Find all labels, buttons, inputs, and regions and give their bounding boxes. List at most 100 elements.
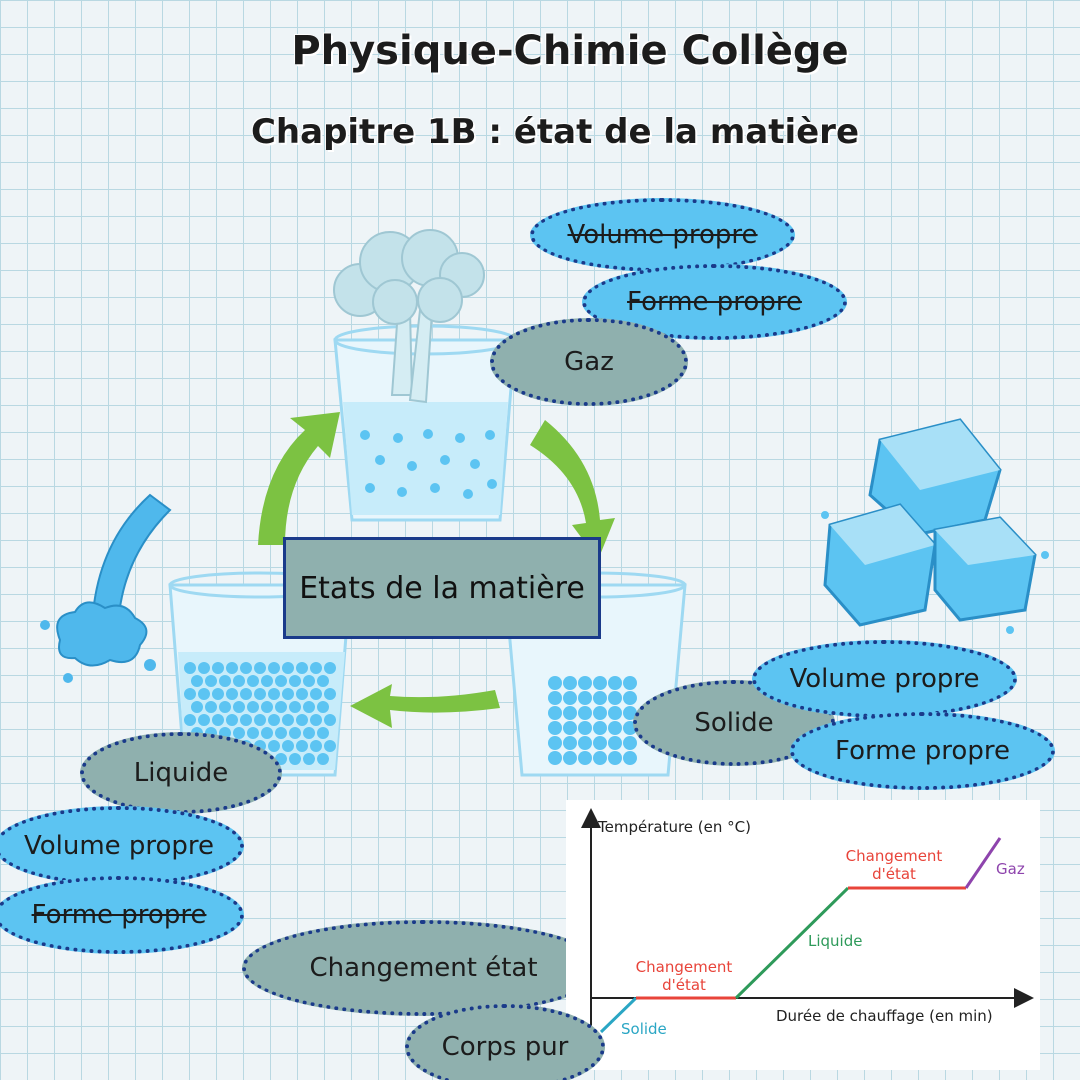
- phase-label-liquide: Liquide: [808, 932, 862, 950]
- liquid-particle: [191, 701, 203, 713]
- solide-state-label: Solide: [633, 680, 835, 766]
- phase-label-changement-1-line1: Changement: [636, 958, 733, 976]
- curve-segment-solide: [599, 996, 638, 1034]
- liquid-particle: [240, 662, 252, 674]
- solid-particle: [593, 691, 607, 705]
- phase-label-gaz: Gaz: [996, 860, 1025, 878]
- liquid-particle: [282, 688, 294, 700]
- liquid-particle: [324, 740, 336, 752]
- gaz-property-volume: Volume propre: [530, 198, 795, 272]
- liquid-particle: [247, 701, 259, 713]
- solid-particle: [563, 736, 577, 750]
- liquide-property-forme: Forme propre: [0, 876, 244, 954]
- liquid-particle: [212, 688, 224, 700]
- liquid-particle: [289, 727, 301, 739]
- solid-particle: [593, 751, 607, 765]
- solid-particle: [578, 691, 592, 705]
- liquid-particle: [184, 714, 196, 726]
- liquid-particle: [296, 662, 308, 674]
- solid-particle: [593, 721, 607, 735]
- solid-particle: [623, 676, 637, 690]
- liquid-particle: [296, 688, 308, 700]
- gaz-state-label: Gaz: [490, 318, 688, 406]
- solid-particle: [608, 751, 622, 765]
- concept-corps-pur: Corps pur: [405, 1004, 605, 1080]
- liquid-particle: [268, 740, 280, 752]
- phase-label-changement-1-line2: d'état: [662, 976, 706, 994]
- solid-particle: [623, 691, 637, 705]
- page-subtitle: Chapitre 1B : état de la matière: [250, 112, 860, 152]
- liquid-particle: [317, 727, 329, 739]
- liquid-particle: [233, 701, 245, 713]
- liquid-particle: [310, 714, 322, 726]
- liquid-particle: [310, 688, 322, 700]
- liquid-particle: [310, 662, 322, 674]
- liquid-particle: [282, 740, 294, 752]
- solid-particle: [563, 691, 577, 705]
- solid-particle: [608, 676, 622, 690]
- arrow-solide-to-liquide: [350, 684, 500, 728]
- solid-particle: [578, 706, 592, 720]
- gas-particles: [360, 429, 497, 499]
- liquid-particle: [233, 727, 245, 739]
- solid-particle: [578, 736, 592, 750]
- liquid-particle: [212, 714, 224, 726]
- liquid-particle: [324, 688, 336, 700]
- liquid-particle: [254, 714, 266, 726]
- liquid-particle: [324, 714, 336, 726]
- solid-particle: [608, 736, 622, 750]
- solid-particle: [608, 706, 622, 720]
- liquid-particle: [282, 714, 294, 726]
- liquid-particle: [289, 753, 301, 765]
- liquid-particle: [282, 662, 294, 674]
- phase-label-changement-2-line2: d'état: [872, 865, 916, 883]
- solid-particle: [548, 736, 562, 750]
- solid-particle: [548, 706, 562, 720]
- liquid-particle: [226, 688, 238, 700]
- solide-property-forme: Forme propre: [790, 712, 1055, 790]
- liquid-particle: [219, 675, 231, 687]
- page-title: Physique-Chimie Collège: [291, 28, 849, 74]
- liquid-particle: [303, 701, 315, 713]
- curve-segment-liquide: [734, 886, 850, 1000]
- curve-segment-gaz: [964, 837, 1002, 889]
- solid-particle: [608, 691, 622, 705]
- liquid-particle: [324, 662, 336, 674]
- liquid-particle: [261, 675, 273, 687]
- liquid-particle: [198, 688, 210, 700]
- liquid-particle: [261, 727, 273, 739]
- heating-curve-svg: Température (en °C) Durée de chauffage (…: [581, 808, 1034, 1060]
- liquid-particle: [275, 675, 287, 687]
- solid-particle: [563, 721, 577, 735]
- solid-particle: [548, 676, 562, 690]
- liquid-particle: [296, 740, 308, 752]
- x-axis-label: Durée de chauffage (en min): [776, 1007, 993, 1025]
- arrow-gaz-to-solide: [530, 420, 615, 560]
- water-pour-icon: [40, 493, 172, 683]
- liquid-particle: [289, 675, 301, 687]
- liquide-property-volume: Volume propre: [0, 806, 244, 886]
- solid-particle: [593, 676, 607, 690]
- solid-particle: [578, 676, 592, 690]
- liquid-particle: [289, 701, 301, 713]
- solid-particle: [593, 706, 607, 720]
- solid-particle: [578, 721, 592, 735]
- liquid-particle: [303, 753, 315, 765]
- solid-particle: [608, 721, 622, 735]
- liquid-particle: [198, 662, 210, 674]
- liquid-particle: [184, 688, 196, 700]
- liquid-particle: [268, 688, 280, 700]
- solid-particle: [623, 736, 637, 750]
- liquid-particle: [275, 727, 287, 739]
- solid-particle: [548, 751, 562, 765]
- liquid-particle: [268, 662, 280, 674]
- liquid-particle: [205, 701, 217, 713]
- solid-particle: [578, 751, 592, 765]
- liquid-particle: [219, 701, 231, 713]
- liquid-particle: [247, 727, 259, 739]
- phase-label-solide: Solide: [621, 1020, 667, 1038]
- liquid-particle: [317, 753, 329, 765]
